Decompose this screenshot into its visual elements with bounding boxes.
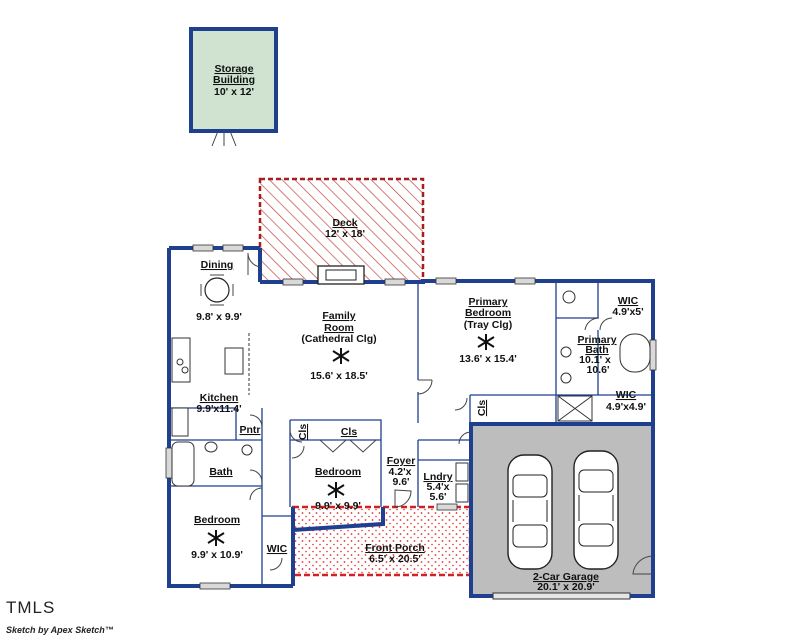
storage-label-line1: Storage (214, 63, 253, 75)
bedroom2-size: 9.9' x 9.9' (315, 500, 361, 512)
deck: Deck 12' x 18' (258, 177, 425, 284)
ceiling-fan-icon (207, 334, 495, 546)
wic2-size: 4.9'x4.9' (606, 401, 646, 413)
storage-size: 10' x 12' (214, 86, 254, 98)
fireplace-icon (317, 265, 365, 285)
foyer-size-2: 9.6' (392, 476, 409, 488)
garage-label: 2-Car Garage (533, 571, 599, 583)
garage-door (492, 592, 631, 600)
laundry-size-2: 5.6' (429, 491, 446, 503)
kitchen-size: 9.9'x11.4' (196, 403, 241, 415)
deck-label: Deck (332, 217, 357, 229)
primary-bed-label-2: Bedroom (465, 307, 511, 319)
closet-label-3: Cls (476, 400, 488, 417)
exterior-wall (167, 246, 655, 588)
pantry-label: Pntr (240, 424, 261, 436)
primary-bath-size-2: 10.6' (587, 364, 610, 376)
primary-bath-label-2: Bath (585, 344, 608, 356)
wic1-label: WIC (618, 295, 639, 307)
car-right-icon (573, 450, 619, 570)
storage-door-icon (211, 130, 237, 147)
bedroom3-size: 9.9' x 10.9' (191, 549, 243, 561)
room-labels: Dining 9.8' x 9.9' Family Room (Cathedra… (191, 259, 646, 561)
dining-label: Dining (201, 259, 234, 271)
laundry-label: Lndry (423, 471, 452, 483)
foyer-size-1: 4.2'x (389, 466, 412, 478)
kitchen-label: Kitchen (200, 392, 239, 404)
primary-bed-note: (Tray Clg) (464, 319, 512, 331)
dining-table-icon (200, 274, 234, 306)
garage-side-door (632, 555, 654, 575)
fixtures (171, 290, 651, 503)
bath-label: Bath (209, 466, 232, 478)
storage-building: Storage Building 10' x 12' (189, 27, 278, 147)
apex-sketch-credit: Sketch by Apex Sketch™ (6, 625, 114, 635)
primary-bath-label-1: Primary (577, 334, 616, 346)
garage: 2-Car Garage 20.1' x 20.9' (469, 422, 655, 600)
family-label-2: Room (324, 322, 354, 334)
bedroom2-label: Bedroom (315, 466, 361, 478)
storage-label-line2: Building (213, 74, 255, 86)
tmls-logo: TMLS (6, 598, 56, 617)
dining-size: 9.8' x 9.9' (196, 311, 242, 323)
bedroom3-label: Bedroom (194, 514, 240, 526)
garage-size: 20.1' x 20.9' (537, 581, 595, 593)
laundry-size-1: 5.4'x (427, 481, 450, 493)
family-label-1: Family (322, 310, 355, 322)
closet-label-2: Cls (297, 424, 309, 441)
porch-label: Front Porch (365, 542, 425, 554)
closet-doors (319, 439, 377, 453)
wic1-size: 4.9'x5' (612, 306, 643, 318)
porch-size: 6.5' x 20.5' (369, 553, 421, 565)
door-swings (247, 252, 613, 571)
closet-label-1: Cls (341, 426, 358, 438)
family-note: (Cathedral Clg) (301, 333, 376, 345)
storage-building-fill (189, 27, 278, 133)
primary-bath-size-1: 10.1' x (579, 354, 611, 366)
wic2-label: WIC (616, 389, 637, 401)
family-size: 15.6' x 18.5' (310, 370, 368, 382)
primary-bed-size: 13.6' x 15.4' (459, 353, 517, 365)
foyer-label: Foyer (387, 455, 416, 467)
deck-size: 12' x 18' (325, 228, 365, 240)
primary-bed-label-1: Primary (468, 296, 507, 308)
interior-walls (169, 282, 653, 586)
wic3-label: WIC (267, 543, 288, 555)
car-left-icon (507, 454, 553, 570)
